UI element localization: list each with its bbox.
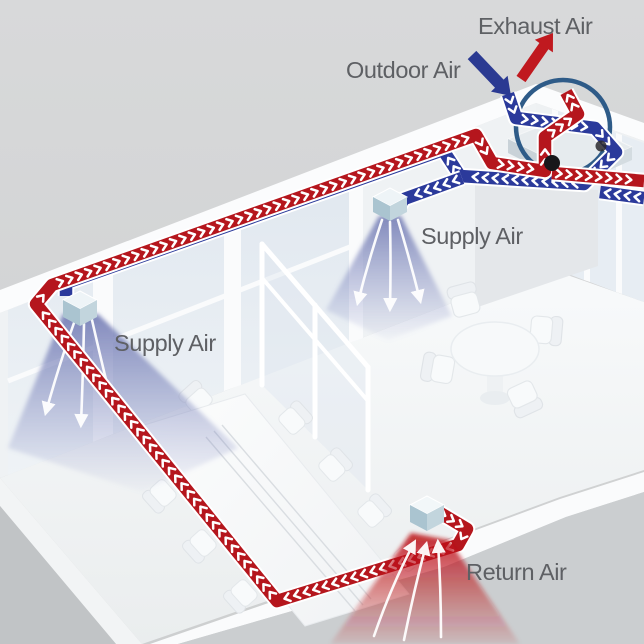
diffuser-right-face — [80, 300, 97, 326]
airflow-arrow — [372, 539, 417, 638]
airflow-arrow — [383, 220, 398, 313]
label-supply-air-left: Supply Air — [114, 330, 216, 356]
grille-right-face — [427, 505, 444, 531]
office-chair — [419, 350, 457, 387]
label-return-air: Return Air — [466, 559, 567, 585]
table-line — [221, 424, 372, 600]
diffuser-left-face — [373, 197, 390, 221]
glass-partition — [259, 241, 371, 493]
duct-chevrons — [554, 168, 633, 185]
grille-left-face — [410, 505, 427, 531]
ducts — [27, 88, 644, 610]
duct-chevrons — [35, 93, 580, 603]
round-table — [450, 321, 540, 377]
airflow-arrow — [353, 218, 384, 307]
supply-diffuser-center — [371, 187, 409, 221]
diffuser-right-face — [390, 197, 407, 221]
duct-chevrons — [603, 188, 642, 203]
interior-wall — [475, 181, 598, 308]
label-exhaust-air: Exhaust Air — [478, 13, 593, 39]
return-duct-red — [29, 89, 585, 608]
floor-edge-right — [150, 472, 644, 644]
return-cone — [330, 533, 520, 644]
return-air-grille — [408, 495, 446, 531]
exhaust-air-arrow — [516, 33, 553, 83]
airflow-arrow — [431, 538, 446, 639]
return-duct-branch-right — [551, 166, 644, 188]
return-air-flow — [330, 533, 520, 644]
unit-port — [595, 140, 607, 152]
supply-cone-center — [326, 216, 452, 340]
supply-duct-branch-right — [599, 185, 644, 205]
airflow-arrow — [41, 318, 77, 417]
airflow-arrow — [396, 218, 425, 305]
ground-left — [0, 506, 116, 644]
unit-port — [544, 155, 560, 171]
window-mullion — [224, 219, 241, 391]
round-table-area — [419, 280, 564, 420]
table-base — [480, 391, 510, 405]
label-outdoor-air: Outdoor Air — [346, 57, 461, 83]
duct-chevrons — [414, 174, 461, 199]
floor-edge-left — [0, 478, 142, 644]
diffuser-left-face — [63, 300, 80, 326]
supply-diffuser-left — [61, 290, 99, 326]
outdoor-air-arrow — [467, 50, 511, 96]
airflow-arrow — [402, 540, 431, 642]
ground-right — [178, 492, 644, 644]
label-supply-air-center: Supply Air — [421, 223, 523, 249]
